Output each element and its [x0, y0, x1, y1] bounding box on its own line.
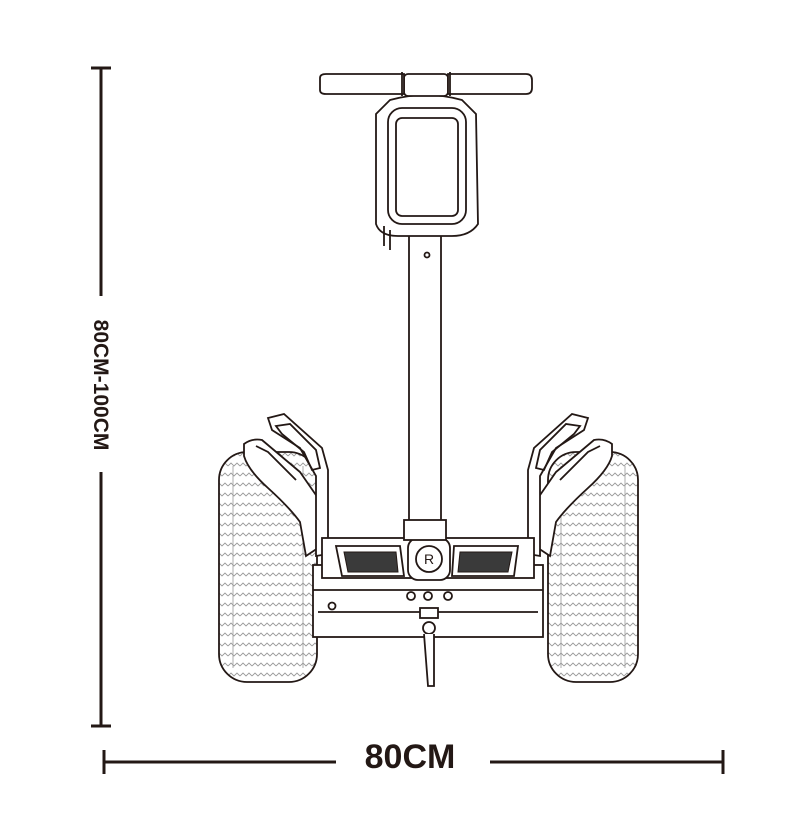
height-dimension-line — [91, 66, 111, 728]
left-foot-pad — [334, 545, 406, 577]
height-dimension-label: 80CM-100CM — [89, 319, 112, 451]
handlebar — [319, 72, 533, 97]
control-head — [375, 94, 479, 250]
right-foot-pad — [451, 545, 520, 577]
width-dimension-line — [102, 750, 725, 774]
logo-badge: R — [407, 537, 451, 581]
width-dimension-label: 80CM — [364, 738, 456, 776]
steering-column — [403, 231, 447, 541]
logo-letter: R — [424, 551, 434, 567]
kickstand — [419, 607, 439, 687]
